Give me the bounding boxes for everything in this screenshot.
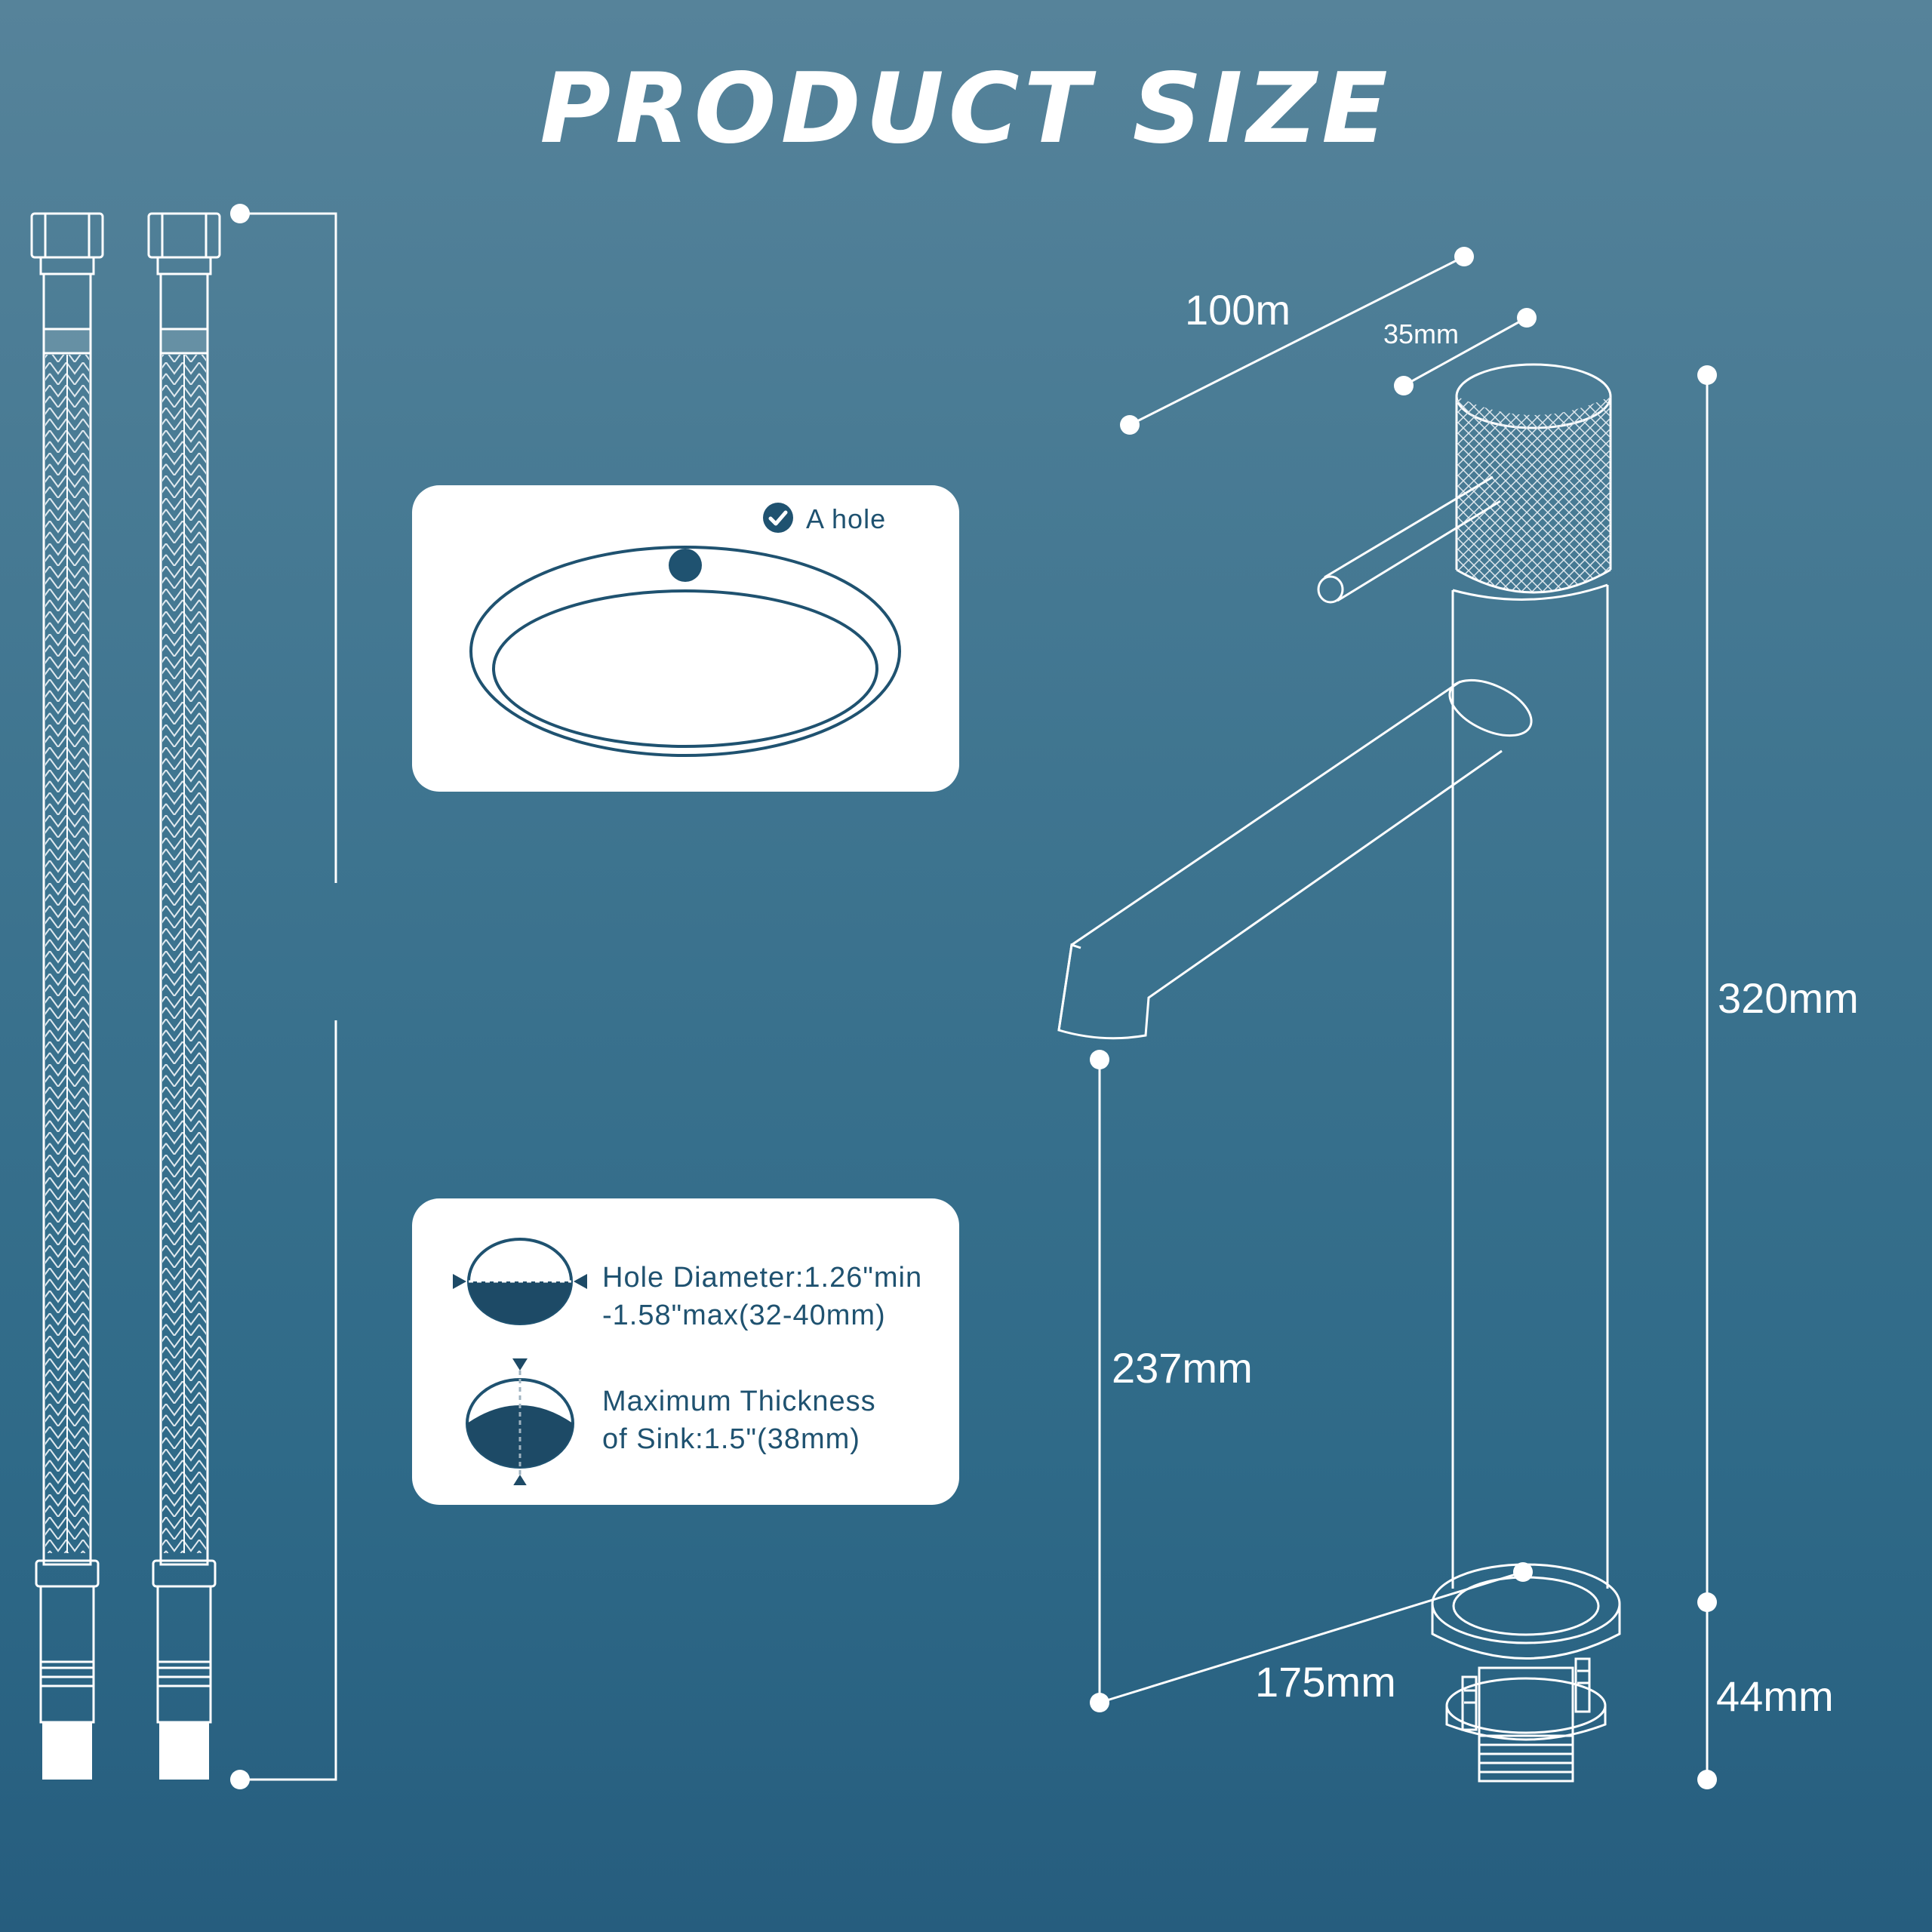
handle-length-label: 35mm — [1383, 318, 1460, 349]
page-title: PRODUCT SIZE — [540, 53, 1392, 165]
thickness-line2: of Sink:1.5"(38mm) — [602, 1423, 860, 1455]
hole-diameter-line1: Hole Diameter:1.26"min — [602, 1262, 923, 1294]
hole-diameter-line2: -1.58"max(32-40mm) — [602, 1300, 886, 1331]
thickness-line1: Maximum Thickness — [602, 1386, 876, 1417]
spout-height-label: 237mm — [1112, 1344, 1253, 1392]
hole-diameter-icon — [453, 1238, 587, 1325]
braided-hose-left — [30, 212, 104, 1780]
braided-hose-right — [147, 212, 221, 1780]
check-circle-icon — [763, 503, 793, 533]
hole-card: A hole — [412, 485, 959, 792]
sink-basin-icon — [469, 546, 901, 757]
hole-label: A hole — [806, 503, 887, 534]
base-diameter-label: 175mm — [1255, 1658, 1396, 1706]
base-height-label: 44mm — [1716, 1672, 1834, 1720]
hose-length-bracket — [230, 204, 337, 1789]
total-height-label: 320mm — [1718, 974, 1859, 1022]
spout-reach-label: 100m — [1185, 286, 1291, 334]
faucet-body — [1057, 363, 1621, 1783]
dimension-lines — [1090, 247, 1717, 1789]
spec-card: Hole Diameter:1.26"min -1.58"max(32-40mm… — [412, 1198, 959, 1505]
sink-thickness-icon — [466, 1358, 574, 1485]
